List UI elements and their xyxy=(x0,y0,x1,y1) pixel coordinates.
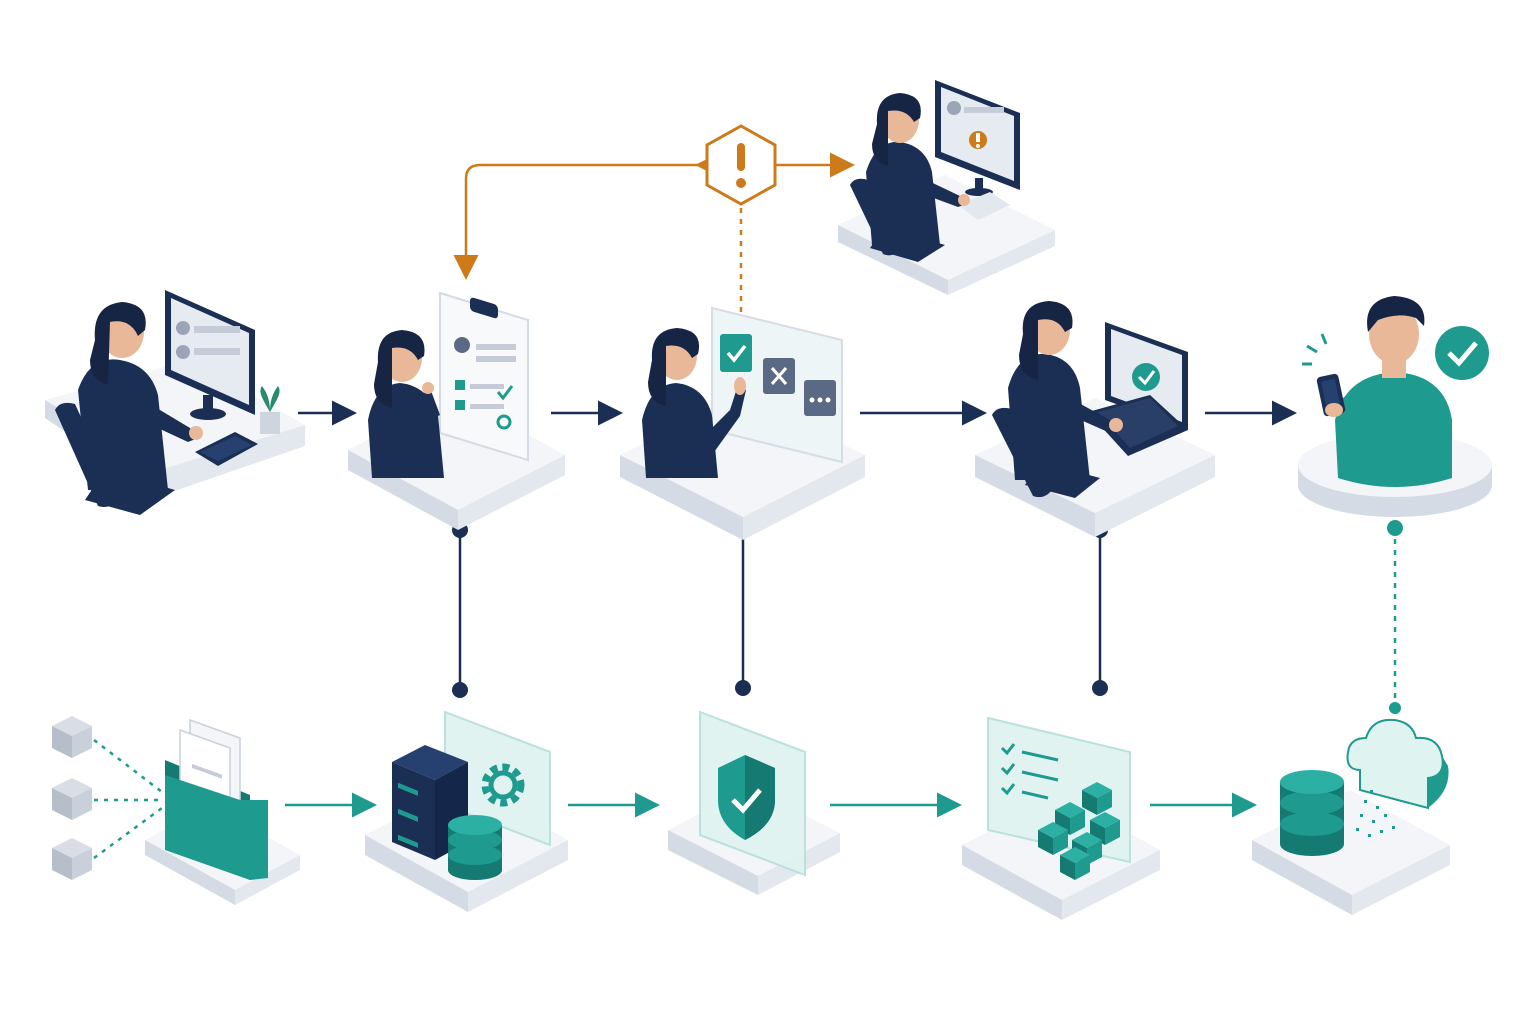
person-reviewer xyxy=(368,330,444,478)
node-decision-panel xyxy=(620,306,865,540)
cube-icon xyxy=(52,838,92,880)
node-clipboard-review xyxy=(348,291,565,530)
vertical-link-n2 xyxy=(452,522,468,698)
plant-icon xyxy=(260,386,280,434)
vertical-link-n4 xyxy=(1092,522,1108,696)
node-employee-workstation xyxy=(45,290,305,515)
phone-icon xyxy=(1316,373,1346,417)
data-source-lines xyxy=(93,739,163,860)
approve-button xyxy=(720,334,752,372)
clipboard-icon xyxy=(439,291,529,462)
cube-icon xyxy=(52,716,92,758)
laptop-icon xyxy=(1088,322,1188,456)
vertical-link-n3 xyxy=(735,522,751,696)
close-icon xyxy=(770,367,788,385)
node-checklist-cubes xyxy=(962,716,1160,920)
node-data-folder xyxy=(145,718,300,905)
reject-button xyxy=(763,358,795,394)
monitor xyxy=(165,290,255,420)
person-customer xyxy=(1335,296,1452,487)
ellipsis-icon xyxy=(809,397,831,403)
shield-icon xyxy=(718,755,775,840)
cube-icon xyxy=(52,778,92,820)
node-security-shield xyxy=(668,710,840,895)
database-icon xyxy=(1280,770,1344,856)
more-button xyxy=(804,380,836,416)
database-icon xyxy=(448,815,502,880)
notification-spark-icon xyxy=(1302,333,1328,366)
node-escalation-workstation xyxy=(838,80,1055,295)
person-approver xyxy=(642,328,746,478)
data-source-cubes xyxy=(52,716,92,880)
node-server-gear-database xyxy=(365,710,568,912)
checklist-icon xyxy=(1000,743,1059,800)
cloud-icon xyxy=(1346,718,1449,810)
server-rack-icon xyxy=(392,745,468,860)
alert-icon xyxy=(969,131,987,149)
cube-stack-icon xyxy=(1038,782,1120,880)
confirmation-check-icon xyxy=(1435,326,1489,380)
escalation-monitor xyxy=(935,80,1020,196)
person-employee xyxy=(78,302,203,490)
person-processor xyxy=(1008,301,1123,480)
escalation-return-line xyxy=(453,163,706,280)
warning-hexagon-icon xyxy=(705,124,777,206)
node-laptop-processing xyxy=(975,301,1215,537)
gear-icon xyxy=(481,763,525,807)
vertical-link-n5 xyxy=(1387,520,1403,714)
data-sync-dots xyxy=(1356,790,1395,837)
folder-icon xyxy=(165,718,268,880)
node-customer-mobile xyxy=(1298,296,1492,517)
person-supervisor xyxy=(866,93,970,245)
node-cloud-database xyxy=(1252,718,1450,915)
